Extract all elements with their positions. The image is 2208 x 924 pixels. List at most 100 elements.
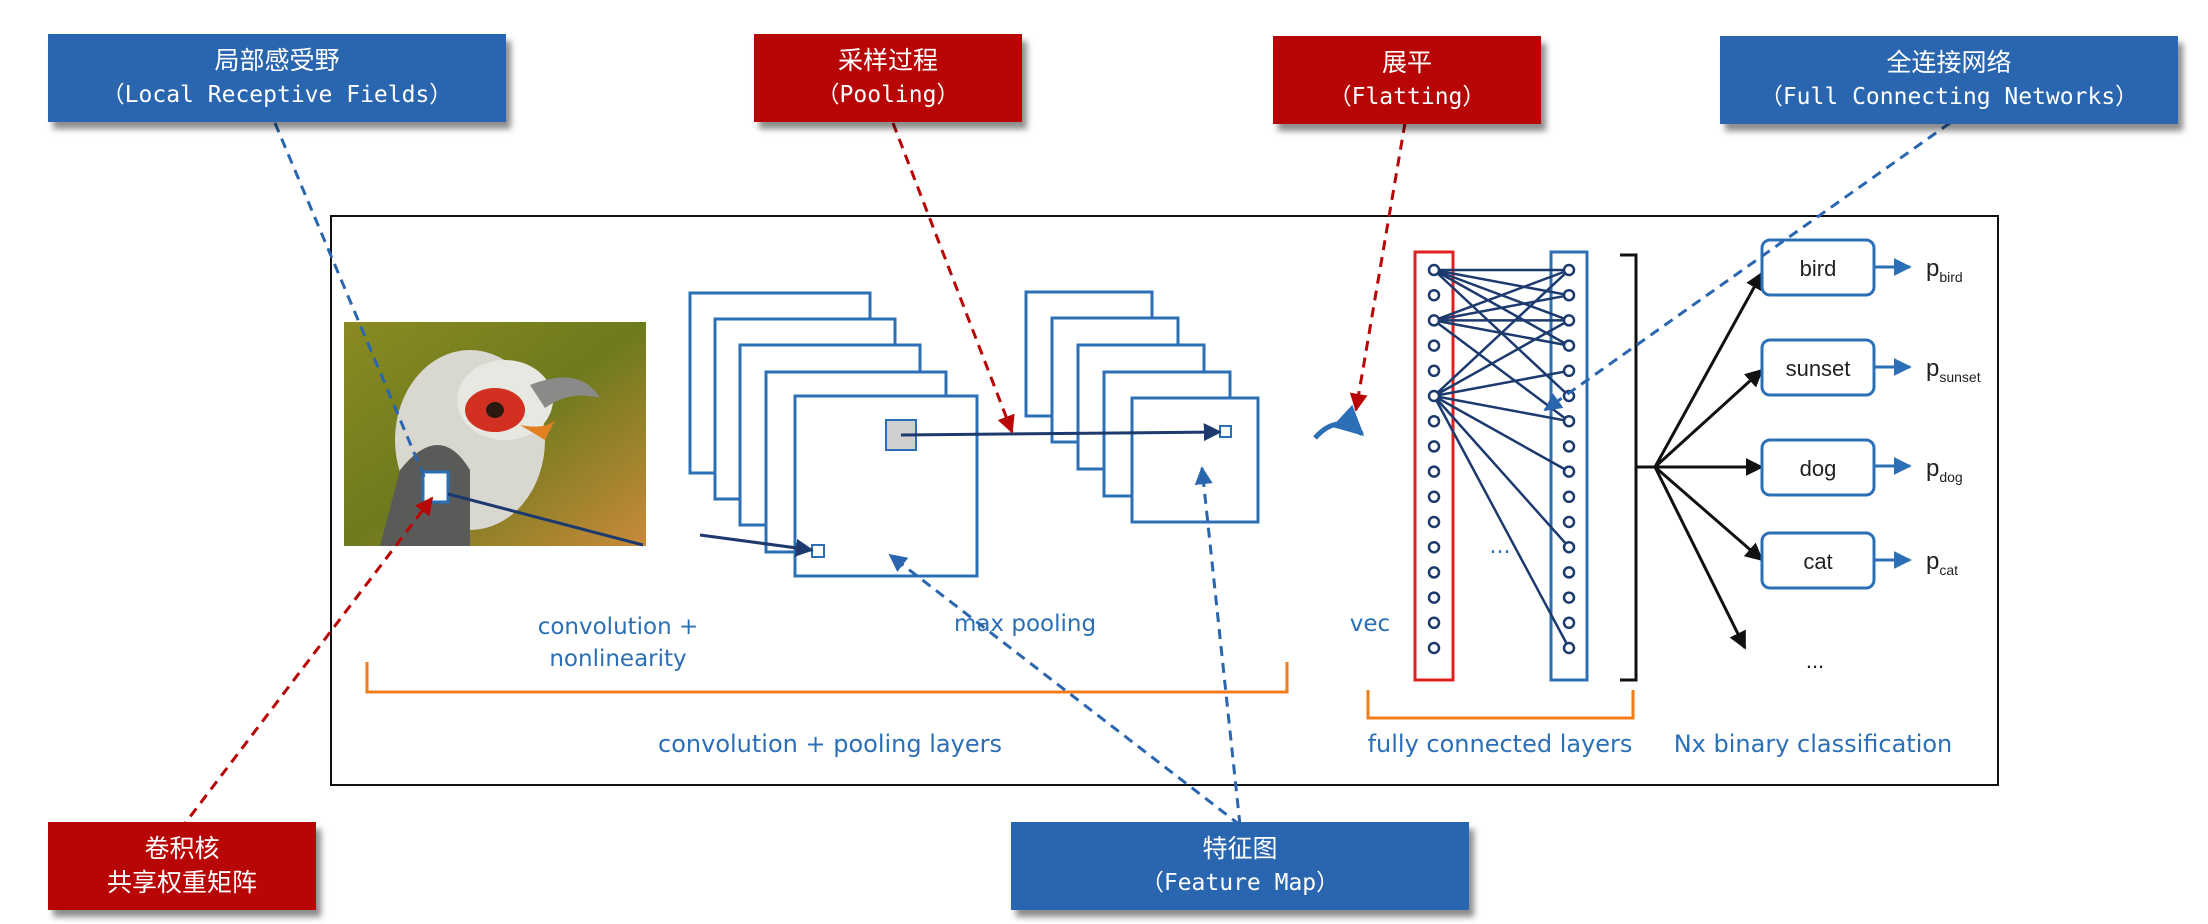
- connector-full-connecting: [1543, 121, 1951, 412]
- bracket-conv-pool: [365, 662, 1289, 694]
- vec-node: [1427, 490, 1441, 504]
- bird-image: [344, 322, 646, 546]
- fc-edge: [1433, 394, 1570, 423]
- kernel-arrow-head: [699, 533, 814, 557]
- hidden-node: [1562, 414, 1576, 428]
- fc-edge: [1433, 394, 1570, 473]
- prob-dog: pdog: [1926, 455, 1963, 485]
- callout-feature-map: 特征图 （Feature Map）: [1011, 822, 1469, 910]
- hidden-column: [1549, 250, 1589, 682]
- vec-node: [1427, 414, 1441, 428]
- vec-node: [1427, 288, 1441, 302]
- connector-local-receptive: [273, 122, 428, 482]
- connector-feature-map-b: [1194, 466, 1242, 826]
- vec-nodes: [1427, 263, 1441, 655]
- hidden-node: [1562, 465, 1576, 478]
- hidden-node: [1562, 364, 1576, 378]
- fc-edge: [1432, 395, 1571, 649]
- fc-connections: [1432, 268, 1571, 649]
- connector-feature-map-a: [888, 553, 1241, 827]
- vec-column: [1413, 250, 1455, 682]
- fc-edge: [1433, 269, 1570, 397]
- callout-pooling-title: 采样过程: [837, 46, 938, 75]
- vec-node: [1427, 339, 1441, 352]
- callout-pooling: 采样过程 （Pooling）: [754, 34, 1022, 122]
- conv-label-line1: convolution +: [538, 614, 699, 640]
- callout-full-connecting-subtitle: （Full Connecting Networks）: [1759, 84, 2139, 110]
- fc-edge: [1433, 268, 1570, 322]
- hidden-node: [1562, 566, 1576, 579]
- feature-cell: [811, 544, 825, 558]
- hidden-node: [1562, 339, 1576, 352]
- vec-label: vec: [1350, 611, 1390, 637]
- hidden-node: [1562, 641, 1576, 655]
- pool-label: max pooling: [954, 611, 1096, 637]
- hidden-node: [1562, 540, 1576, 554]
- callout-kernel-title: 卷积核: [144, 834, 220, 863]
- vec-node: [1427, 465, 1441, 478]
- hidden-node: [1562, 616, 1576, 630]
- hidden-node: [1562, 263, 1576, 277]
- vec-node: [1427, 314, 1441, 327]
- callout-feature-map-title: 特征图: [1202, 834, 1278, 863]
- conv-label-line2: nonlinearity: [549, 646, 686, 672]
- fc-edge: [1433, 293, 1570, 322]
- prob-bird: pbird: [1926, 255, 1963, 285]
- vec-node: [1427, 389, 1441, 403]
- fan-arrows: [1636, 271, 1764, 650]
- class-label-bird: bird: [1800, 256, 1837, 281]
- callout-local-receptive: 局部感受野 （Local Receptive Fields）: [48, 34, 506, 122]
- fc-edge: [1433, 395, 1570, 549]
- vec-node: [1427, 263, 1441, 277]
- group-cls-label: Nx binary classification: [1674, 730, 1953, 758]
- fc-ellipsis: ...: [1490, 534, 1511, 559]
- class-label-sunset: sunset: [1786, 356, 1851, 381]
- callout-local-receptive-title: 局部感受野: [214, 46, 340, 75]
- vec-node: [1427, 616, 1441, 630]
- prob-cat: pcat: [1926, 548, 1958, 578]
- vec-node: [1427, 566, 1441, 579]
- callout-flatting-title: 展平: [1381, 48, 1432, 77]
- callout-flatting-subtitle: （Flatting）: [1328, 84, 1486, 110]
- callout-pooling-subtitle: （Pooling）: [816, 82, 960, 108]
- hidden-node: [1562, 389, 1576, 403]
- hidden-node: [1562, 515, 1576, 529]
- flatten-arrow: [1313, 404, 1365, 440]
- kernel-to-feature-arrow: [447, 492, 644, 547]
- fc-edge: [1433, 319, 1570, 398]
- more-classes: ...: [1806, 648, 1824, 673]
- connector-pooling: [891, 122, 1015, 434]
- callout-kernel-subtitle: 共享权重矩阵: [106, 868, 257, 897]
- pool-arrow: [900, 423, 1222, 442]
- pooled-cell: [1219, 425, 1232, 438]
- hidden-node: [1562, 490, 1576, 504]
- vec-node: [1427, 440, 1441, 453]
- callout-full-connecting-title: 全连接网络: [1886, 48, 2012, 77]
- vec-node: [1427, 591, 1441, 604]
- class-box-sunset: sunset psunset: [1760, 338, 1981, 397]
- fc-edge: [1433, 369, 1570, 398]
- class-label-cat: cat: [1803, 549, 1832, 574]
- hidden-node: [1562, 440, 1576, 453]
- class-box-cat: cat pcat: [1760, 531, 1958, 590]
- connector-flatting: [1349, 122, 1407, 412]
- class-box-bird: bird pbird: [1760, 238, 1963, 297]
- hidden-node: [1562, 314, 1576, 327]
- vec-node: [1427, 515, 1441, 529]
- callout-feature-map-subtitle: （Feature Map）: [1140, 870, 1340, 896]
- bracket-fc: [1366, 690, 1635, 720]
- vec-node: [1427, 540, 1441, 554]
- class-label-dog: dog: [1800, 456, 1837, 481]
- callout-local-receptive-subtitle: （Local Receptive Fields）: [101, 82, 453, 108]
- vec-node: [1427, 641, 1441, 655]
- vec-node: [1427, 364, 1441, 378]
- kernel-box: [421, 470, 450, 504]
- connector-kernel: [178, 496, 434, 831]
- callout-kernel: 卷积核 共享权重矩阵: [48, 822, 316, 910]
- hidden-nodes: [1562, 263, 1576, 655]
- group-fc-label: fully connected layers: [1368, 730, 1633, 758]
- hidden-node: [1562, 288, 1576, 302]
- hidden-node: [1562, 591, 1576, 604]
- group-conv-pool-label: convolution + pooling layers: [658, 730, 1002, 758]
